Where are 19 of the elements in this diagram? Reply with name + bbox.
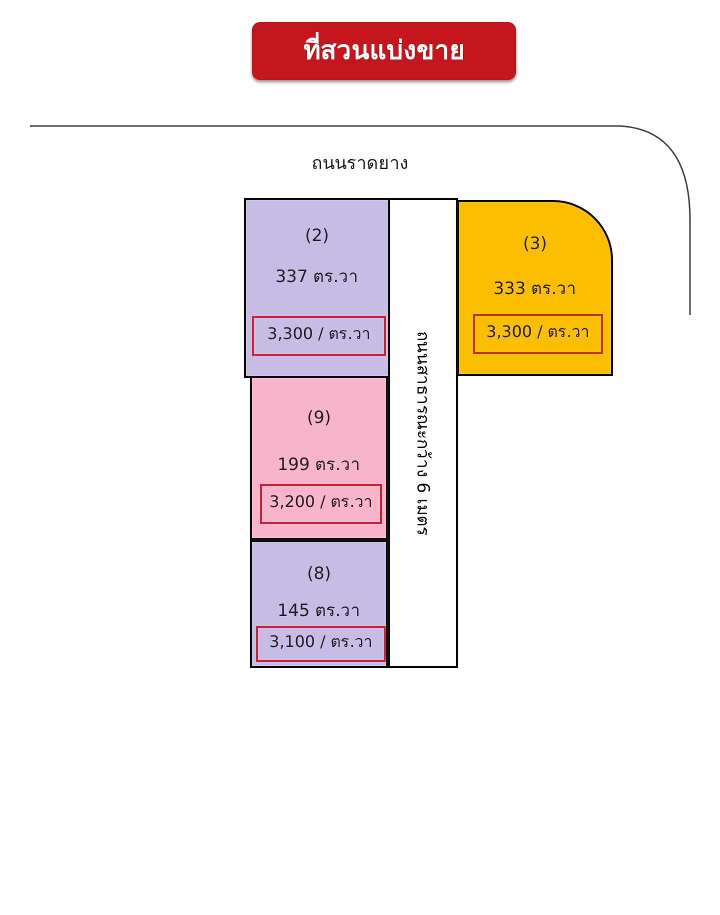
land-plot <box>457 200 613 376</box>
plot-number: (9) <box>306 408 332 428</box>
price-box: 3,300 / ตร.วา <box>252 316 386 356</box>
plot-area: 337 ตร.วา <box>275 262 359 289</box>
plot-number: (3) <box>522 234 548 254</box>
land-plot <box>244 198 390 378</box>
title-banner: ที่สวนแบ่งขาย <box>252 22 516 80</box>
plot-area: 145 ตร.วา <box>277 596 361 623</box>
price-box: 3,200 / ตร.วา <box>260 484 382 524</box>
plot-number: (8) <box>306 564 332 584</box>
land-plot <box>250 376 388 540</box>
road-name: ถนนราดยาง <box>312 153 408 174</box>
side-road: ถนนสาธารณะกว้าง 6 เมตร <box>388 198 458 668</box>
plot-number: (2) <box>304 226 330 246</box>
price-box: 3,100 / ตร.วา <box>256 626 386 662</box>
plot-area: 199 ตร.วา <box>277 450 361 477</box>
land-plot <box>250 540 388 668</box>
plot-area: 333 ตร.วา <box>493 274 577 301</box>
price-box: 3,300 / ตร.วา <box>473 314 603 354</box>
